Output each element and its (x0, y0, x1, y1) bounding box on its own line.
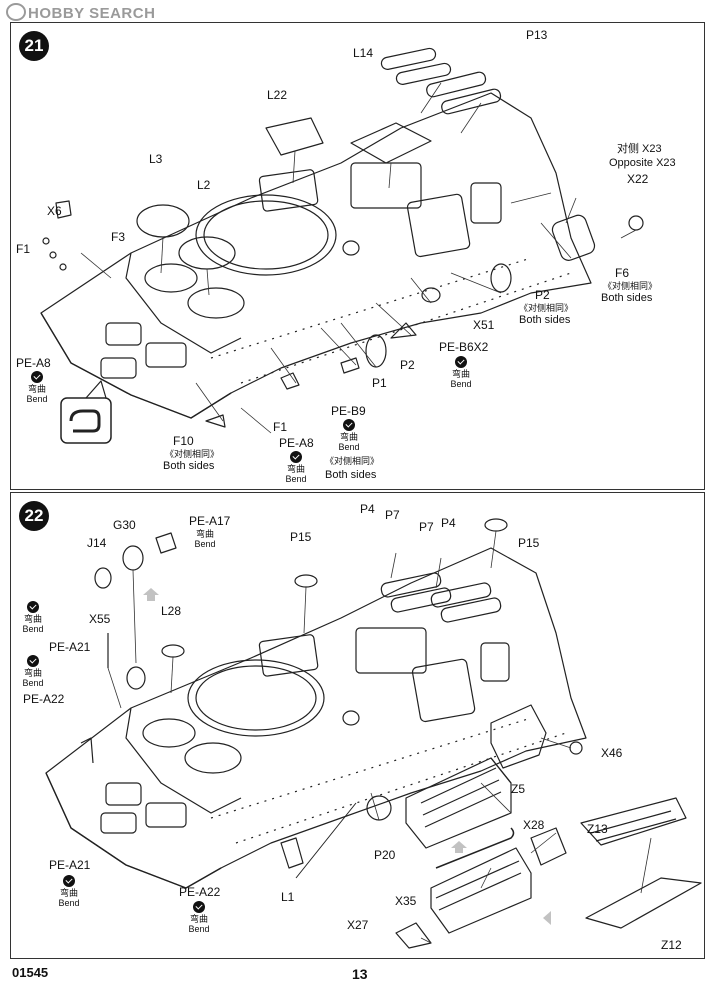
part-label-pe-a22a: PE-A22 (23, 692, 65, 706)
bend-icon (290, 451, 302, 463)
part-label-p2: P2 (535, 288, 550, 302)
part-label-z12: Z12 (661, 938, 682, 952)
part-label-p15b: P15 (518, 536, 540, 550)
part-label-pe-a8b: PE-A8 (279, 436, 314, 450)
hobby-search-watermark: HOBBY SEARCH (6, 3, 155, 22)
part-label-g30: G30 (113, 518, 136, 532)
part-label-x46: X46 (601, 746, 623, 760)
bend-note: 弯曲 Bend (49, 875, 89, 908)
bend-icon (343, 419, 355, 431)
bend-icon (27, 601, 39, 613)
part-label-f1: F1 (16, 242, 31, 256)
part-label-p1: P1 (372, 376, 387, 390)
bend-note: 弯曲 Bend (13, 601, 53, 634)
part-label-pe-a21a: PE-A21 (49, 640, 91, 654)
part-label-p15a: P15 (290, 530, 312, 544)
part-label-f6: F6 (615, 266, 630, 280)
product-code: 01545 (12, 965, 49, 980)
f10-both-cn: 《对侧相同》 (165, 449, 220, 459)
pe-b9-both-cn: 《对侧相同》 (325, 456, 380, 466)
part-label-p4a: P4 (360, 502, 375, 516)
part-label-p2b: P2 (400, 358, 415, 372)
f6-both-cn: 《对侧相同》 (603, 281, 658, 291)
part-label-x6: X6 (47, 204, 62, 218)
bend-note: 弯曲 Bend (17, 371, 57, 404)
part-label-pe-b9: PE-B9 (331, 404, 366, 418)
p2-both-en: Both sides (519, 314, 571, 326)
bend-icon (455, 356, 467, 368)
opposite-note-cn: 对侧 X23 (617, 143, 662, 155)
f10-both-en: Both sides (163, 460, 215, 472)
part-label-p20: P20 (374, 848, 396, 862)
part-label-x55: X55 (89, 612, 111, 626)
step-22-panel: 22 G30 PE-A17 弯曲 Bend J14 P15 P4 P7 P7 P… (10, 492, 705, 959)
part-label-pe-a22b: PE-A22 (179, 885, 221, 899)
part-label-p4b: P4 (441, 516, 456, 530)
part-label-f1b: F1 (273, 420, 288, 434)
part-label-pe-a21b: PE-A21 (49, 858, 91, 872)
bend-icon (31, 371, 43, 383)
f6-both-en: Both sides (601, 292, 653, 304)
part-label-z5: Z5 (511, 782, 526, 796)
part-label-l14: L14 (353, 46, 374, 60)
step-22-hull-drawing (45, 518, 702, 949)
part-label-l1: L1 (281, 890, 295, 904)
part-label-pe-a8: PE-A8 (16, 356, 51, 370)
part-label-l2: L2 (197, 178, 211, 192)
bend-note: 弯曲 Bend (276, 451, 316, 484)
pe-b9-both-en: Both sides (325, 469, 377, 481)
part-label-l3: L3 (149, 152, 163, 166)
part-label-x27: X27 (347, 918, 369, 932)
logo-icon (6, 3, 26, 21)
bend-icon (193, 901, 205, 913)
part-label-pe-a17: PE-A17 (189, 514, 231, 528)
part-label-pe-b6x2: PE-B6X2 (439, 340, 489, 354)
bend-note: 弯曲 Bend (329, 419, 369, 452)
opposite-note-en: Opposite X23 (609, 157, 676, 169)
bend-note: 弯曲 Bend (194, 529, 216, 549)
part-label-x51: X51 (473, 318, 495, 332)
part-label-z13: Z13 (587, 822, 608, 836)
bend-note: 弯曲 Bend (441, 356, 481, 389)
part-label-l28: L28 (161, 604, 182, 618)
p2-both-cn: 《对侧相同》 (519, 303, 574, 313)
page-number: 13 (352, 966, 368, 982)
step-21-hull-drawing (40, 47, 644, 444)
part-label-p7a: P7 (385, 508, 400, 522)
part-label-p7b: P7 (419, 520, 434, 534)
part-label-x28: X28 (523, 818, 545, 832)
part-label-j14: J14 (87, 536, 107, 550)
part-label-f3: F3 (111, 230, 126, 244)
step-21-panel: 21 P13 L14 L22 L3 L2 X6 F3 F1 对侧 X23 Opp… (10, 22, 705, 490)
bend-note: 弯曲 Bend (179, 901, 219, 934)
step-number: 21 (19, 31, 49, 61)
bend-icon (27, 655, 39, 667)
part-label-f10: F10 (173, 434, 194, 448)
part-label-p13: P13 (526, 28, 548, 42)
bend-icon (63, 875, 75, 887)
part-label-x22: X22 (627, 172, 649, 186)
step-number: 22 (19, 501, 49, 531)
part-label-x35: X35 (395, 894, 417, 908)
part-label-l22: L22 (267, 88, 288, 102)
bend-note: 弯曲 Bend (13, 655, 53, 688)
